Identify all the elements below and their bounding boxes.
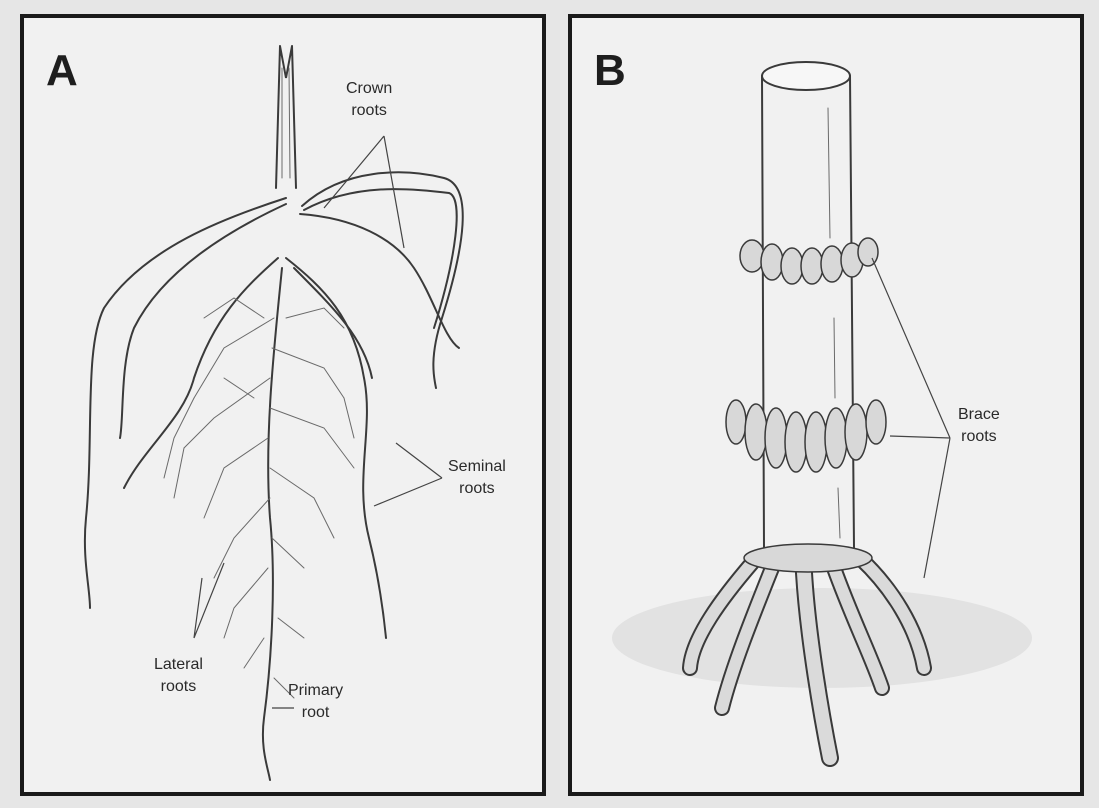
stalk-drawing: [762, 62, 854, 548]
crown-roots-label: Crown roots: [346, 78, 392, 122]
seminal-roots-drawing: [124, 258, 386, 638]
brace-roots-node-2: [726, 400, 886, 472]
brace-roots-label: Brace roots: [958, 404, 1000, 448]
panel-a-seedling-roots: A Crown roots Seminal roots Lateral root…: [20, 14, 546, 796]
seedling-root-illustration: [24, 18, 542, 792]
lateral-roots-label: Lateral roots: [154, 654, 203, 698]
stalk-brace-root-illustration: [572, 18, 1080, 792]
primary-root-label: Primary root: [288, 680, 343, 724]
panel-b-brace-roots: B Brace roots: [568, 14, 1084, 796]
panel-a-letter: A: [46, 46, 78, 96]
coleoptile-shoot: [276, 46, 296, 188]
crown-roots-drawing: [85, 172, 463, 608]
brace-roots-node-1: [740, 238, 878, 284]
seminal-roots-label: Seminal roots: [448, 456, 506, 500]
panel-a-leader-lines: [194, 136, 442, 708]
panel-b-letter: B: [594, 46, 626, 96]
primary-root-drawing: [263, 268, 282, 780]
lateral-roots-drawing: [164, 298, 354, 698]
